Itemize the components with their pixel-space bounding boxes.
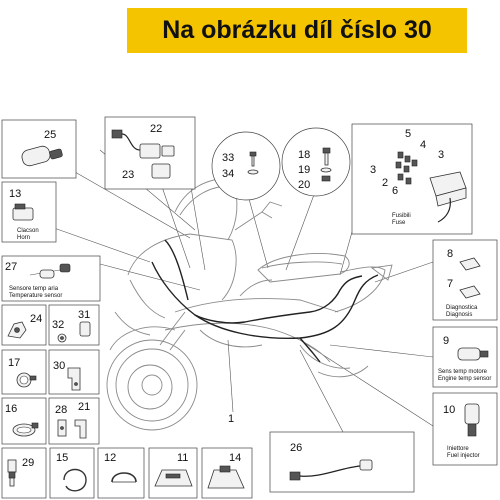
fuse-caption-it: Fusibili bbox=[392, 213, 411, 219]
bolt-nut-icon bbox=[320, 147, 332, 182]
callout-11: 11 bbox=[148, 447, 198, 499]
callout-10: 10 Iniettore Fuel injector bbox=[432, 392, 498, 466]
inj-caption-en: Fuel injector bbox=[447, 453, 480, 459]
diag-caption-it: Diagnostica bbox=[446, 305, 478, 311]
callout-13: 13 Clacson Horn bbox=[1, 181, 57, 243]
label-21: 21 bbox=[78, 401, 90, 413]
label-22: 22 bbox=[150, 123, 162, 135]
label-25: 25 bbox=[44, 129, 56, 141]
label-14: 14 bbox=[229, 452, 241, 464]
fuse-box-icon bbox=[429, 171, 467, 223]
label-31: 31 bbox=[78, 309, 90, 321]
horn-icon bbox=[12, 203, 34, 221]
callout-22-23: 22 23 bbox=[104, 116, 196, 190]
air-temp-caption-en: Temperature sensor bbox=[9, 293, 62, 299]
callout-32-31: 32 31 bbox=[48, 304, 100, 346]
label-9: 9 bbox=[443, 335, 449, 347]
label-27: 27 bbox=[5, 261, 17, 273]
cable-clip-icon bbox=[7, 321, 27, 339]
horn-caption-en: Horn bbox=[17, 235, 30, 241]
clamp-ring-icon bbox=[63, 468, 87, 492]
label-16: 16 bbox=[5, 403, 17, 415]
callout-15: 15 bbox=[49, 447, 95, 499]
label-34: 34 bbox=[222, 168, 234, 180]
callout-28-21: 28 21 bbox=[48, 397, 100, 445]
wiring-lead-icon bbox=[289, 459, 373, 481]
fuel-injector-icon bbox=[464, 403, 480, 437]
callout-16: 16 bbox=[1, 397, 47, 445]
label-3-left: 3 bbox=[370, 164, 376, 176]
screw-washer-icon bbox=[247, 151, 259, 175]
callout-29: 29 bbox=[1, 447, 47, 499]
inj-caption-it: Iniettore bbox=[447, 446, 469, 452]
banner-title: Na obrázku díl číslo 30 bbox=[162, 16, 432, 44]
fuse-icon bbox=[395, 151, 418, 185]
callout-17: 17 bbox=[1, 349, 47, 395]
label-6: 6 bbox=[392, 185, 398, 197]
label-5: 5 bbox=[405, 128, 411, 140]
label-13: 13 bbox=[9, 188, 21, 200]
handlebar-grip-icon bbox=[21, 145, 63, 167]
callout-24: 24 bbox=[1, 304, 47, 346]
callout-14: 14 bbox=[201, 447, 253, 499]
fuse-caption-en: Fuse bbox=[392, 220, 406, 226]
label-3-right: 3 bbox=[438, 149, 444, 161]
label-28: 28 bbox=[55, 404, 67, 416]
callout-26: 26 bbox=[269, 431, 415, 493]
label-18: 18 bbox=[298, 149, 310, 161]
label-4: 4 bbox=[420, 139, 426, 151]
air-temp-sensor-icon bbox=[29, 263, 71, 279]
diag-caption-en: Diagnosis bbox=[446, 312, 472, 318]
label-24: 24 bbox=[30, 313, 42, 325]
engine-temp-sensor-icon bbox=[457, 347, 489, 361]
callout-fuse-box: 5 4 3 3 2 6 Fusibili Fuse bbox=[351, 123, 473, 235]
label-2: 2 bbox=[382, 177, 388, 189]
label-10: 10 bbox=[443, 404, 455, 416]
retainer-clip-icon bbox=[207, 465, 245, 489]
engine-caption-it: Sens temp motore bbox=[438, 369, 488, 375]
callout-12: 12 bbox=[97, 447, 145, 499]
connector-harness-icon bbox=[111, 129, 175, 179]
callout-27: 27 Sensore temp aria Temperature sensor bbox=[1, 255, 101, 302]
label-19: 19 bbox=[298, 164, 310, 176]
horn-caption-it: Clacson bbox=[17, 228, 39, 234]
label-32: 32 bbox=[52, 319, 64, 331]
label-17: 17 bbox=[8, 357, 20, 369]
label-29: 29 bbox=[22, 457, 34, 469]
cable-tie-icon bbox=[12, 422, 39, 437]
callout-33-34: 33 34 bbox=[211, 131, 281, 201]
diagnostic-connector-icon bbox=[459, 257, 481, 299]
callout-18-19-20: 18 19 20 bbox=[281, 127, 351, 197]
callout-25: 25 bbox=[1, 119, 77, 179]
bolt-spacer-icon bbox=[57, 419, 87, 439]
label-7: 7 bbox=[447, 278, 453, 290]
label-20: 20 bbox=[298, 179, 310, 191]
label-15: 15 bbox=[56, 452, 68, 464]
callout-diagnosis: 8 7 Diagnostica Diagnosis bbox=[432, 239, 498, 321]
callout-9: 9 Sens temp motore Engine temp sensor bbox=[432, 326, 498, 388]
air-temp-caption-it: Sensore temp aria bbox=[9, 286, 59, 292]
label-11: 11 bbox=[177, 452, 188, 464]
label-1: 1 bbox=[228, 413, 234, 425]
title-banner: Na obrázku díl číslo 30 bbox=[127, 8, 467, 53]
nut-washer-icon bbox=[57, 321, 91, 343]
mounting-bracket-icon bbox=[67, 367, 81, 391]
label-33: 33 bbox=[222, 152, 234, 164]
label-30: 30 bbox=[53, 360, 65, 372]
label-23: 23 bbox=[122, 169, 134, 181]
label-26: 26 bbox=[290, 442, 302, 454]
wiring-harness bbox=[151, 239, 379, 363]
label-8: 8 bbox=[447, 248, 453, 260]
hose-clamp-icon bbox=[16, 372, 37, 388]
cable-holder-icon bbox=[154, 469, 193, 487]
spade-connector-icon bbox=[7, 459, 17, 487]
engine-caption-en: Engine temp sensor bbox=[438, 376, 491, 382]
label-12: 12 bbox=[104, 452, 116, 464]
scooter-drawing bbox=[106, 177, 393, 431]
cable-band-icon bbox=[111, 472, 137, 483]
callout-30: 30 bbox=[48, 349, 100, 395]
